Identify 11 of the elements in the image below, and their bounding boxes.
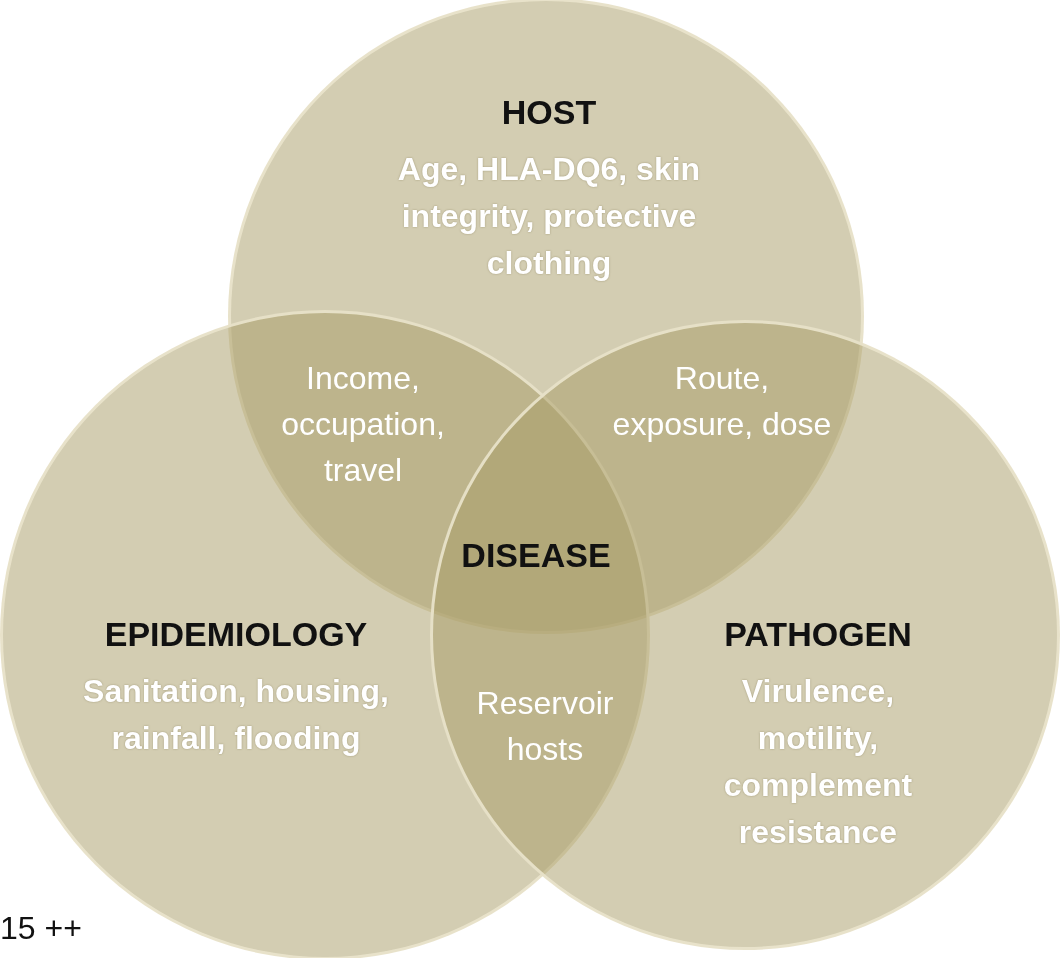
- circle-text: Sanitation, housing, rainfall, flooding: [82, 672, 390, 758]
- intersection-text: Income, occupation, travel: [280, 359, 446, 490]
- circle-heading: EPIDEMIOLOGY: [104, 615, 368, 654]
- intersection-text: Route, exposure, dose: [612, 359, 832, 444]
- circle-heading: PATHOGEN: [724, 615, 912, 654]
- intersection-text: Reservoir hosts: [475, 684, 615, 769]
- circle-heading: HOST: [501, 93, 597, 132]
- circle-text: Virulence, motility, complement resistance: [722, 672, 914, 852]
- center-heading: DISEASE: [460, 535, 612, 576]
- footer-text: 15 ++: [0, 909, 82, 948]
- circle-text: Age, HLA-DQ6, skin integrity, protective clothing: [396, 150, 702, 283]
